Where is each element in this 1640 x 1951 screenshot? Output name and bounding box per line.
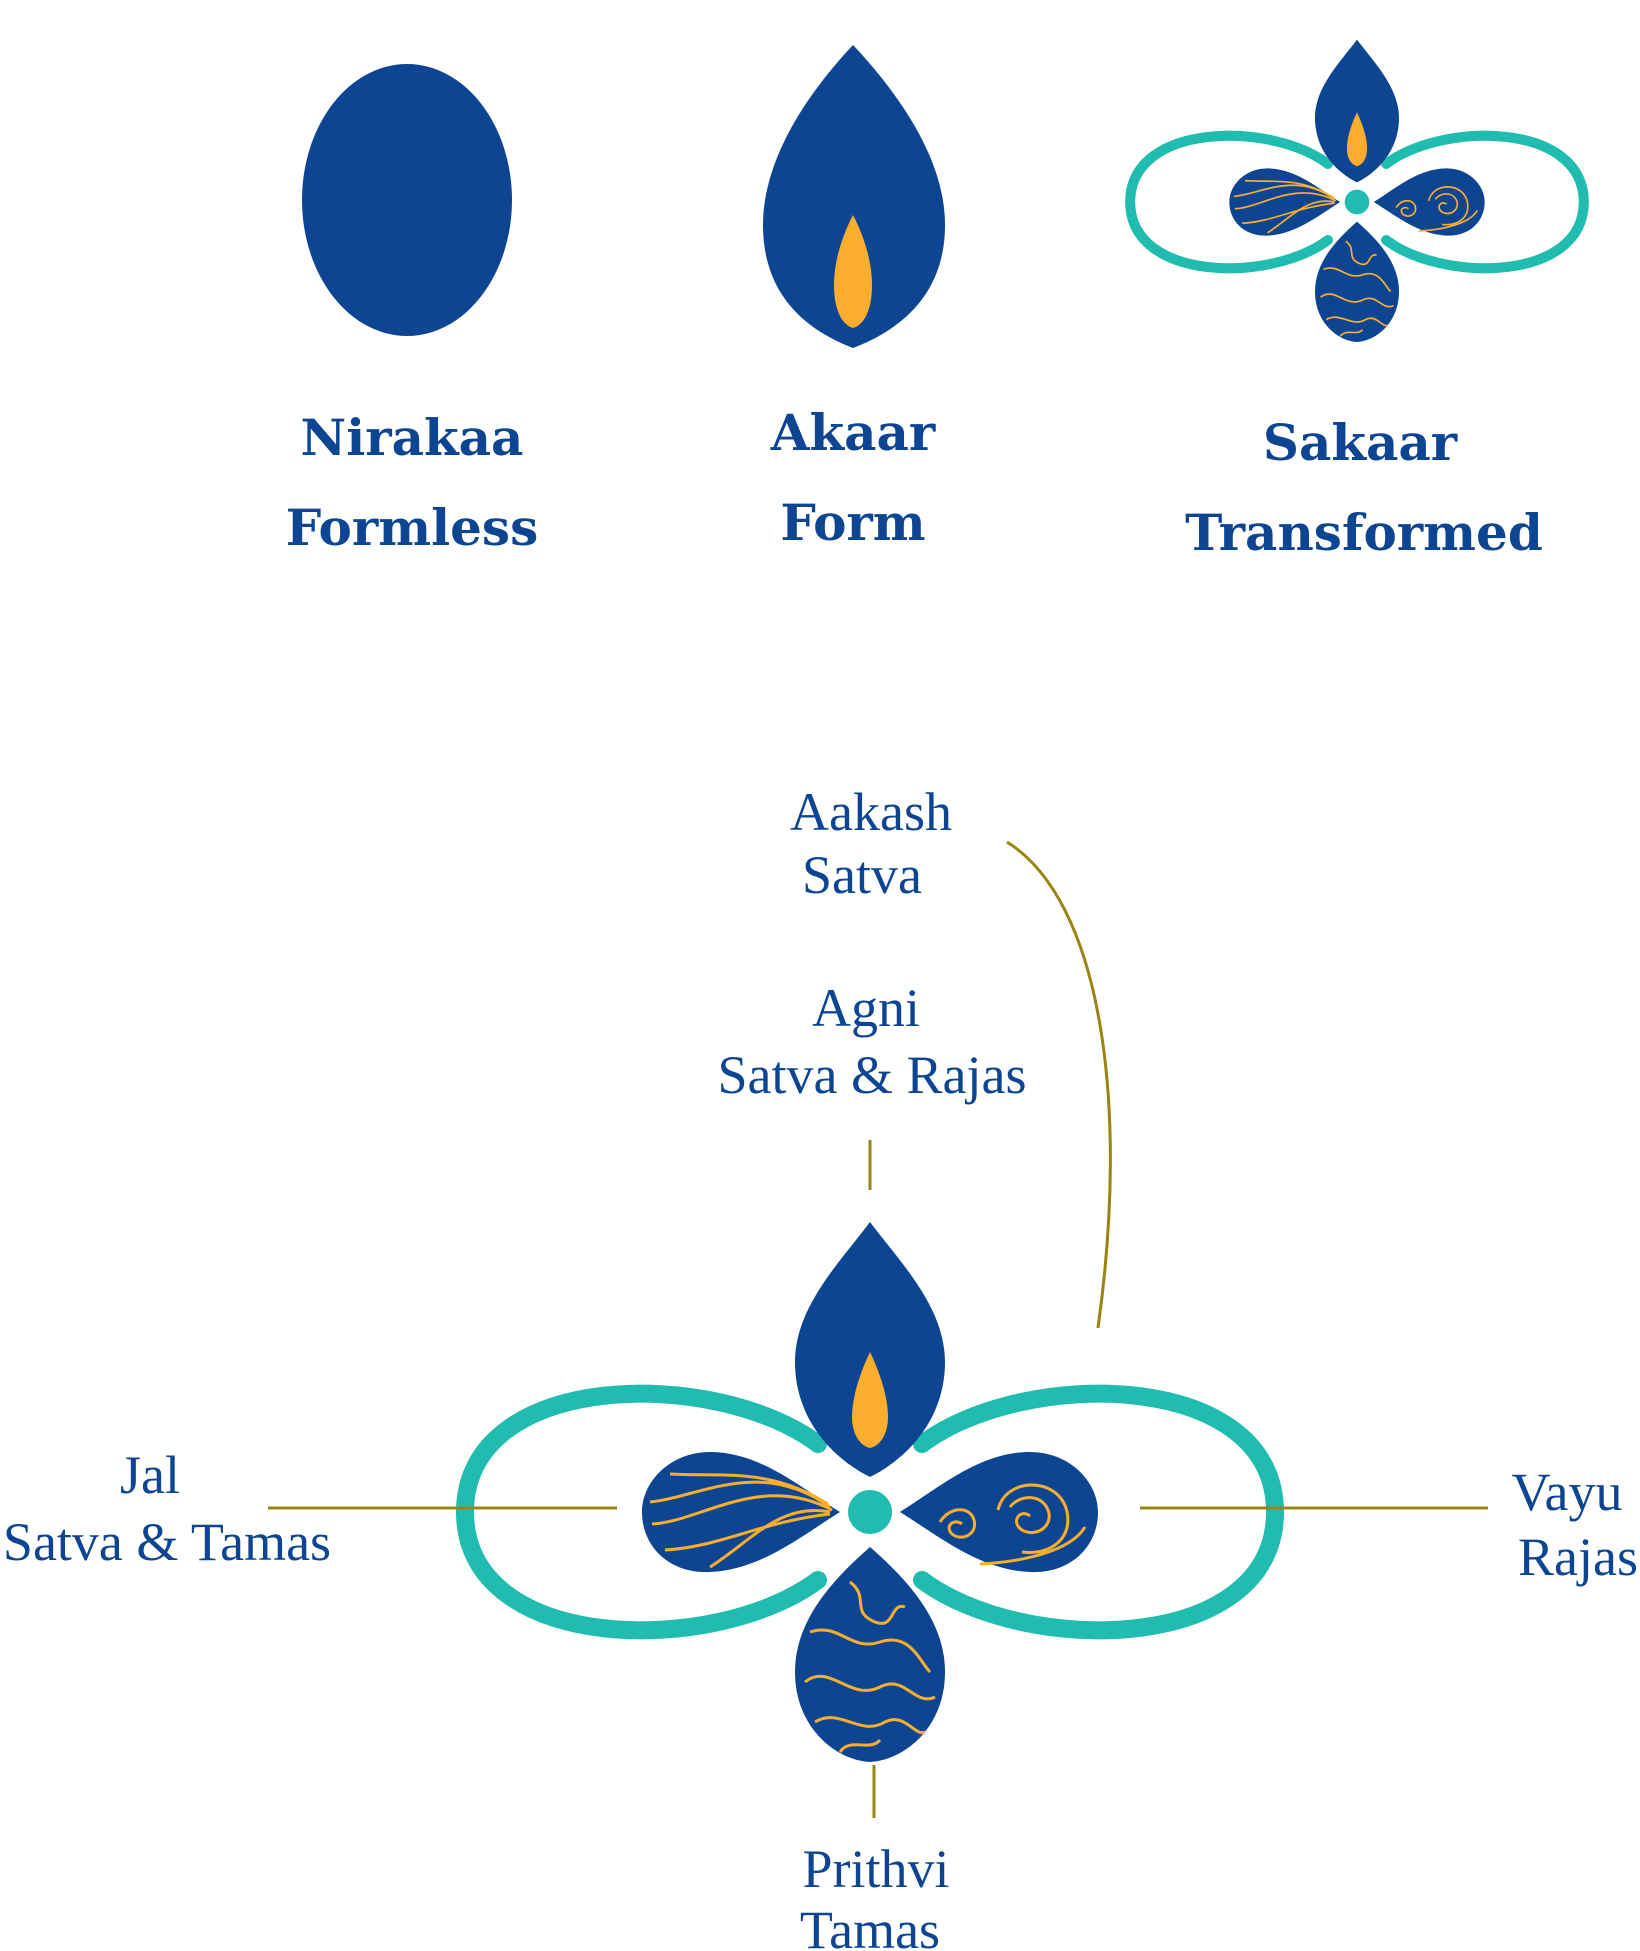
element-name: Vayu bbox=[1512, 1462, 1623, 1522]
stage-transformed: Sakaar Transformed bbox=[1130, 40, 1584, 562]
element-quality: Satva & Rajas bbox=[718, 1045, 1027, 1105]
stage-formless: Nirakaa Formless bbox=[286, 64, 538, 557]
connector-aakash bbox=[1006, 840, 1112, 1329]
element-quality: Satva & Tamas bbox=[3, 1512, 331, 1572]
stage-meaning: Formless bbox=[286, 498, 538, 557]
element-quality: Satva bbox=[802, 845, 922, 905]
flame-drop-icon bbox=[763, 45, 945, 348]
element-quality: Tamas bbox=[800, 1900, 940, 1951]
stage-meaning: Form bbox=[780, 493, 925, 552]
lotus-infinity-emblem bbox=[465, 1222, 1275, 1762]
stage-form: Akaar Form bbox=[763, 45, 945, 552]
element-quality: Rajas bbox=[1518, 1527, 1638, 1587]
stage-name: Nirakaa bbox=[301, 408, 524, 467]
label-prithvi: Prithvi Tamas bbox=[800, 1839, 950, 1951]
stage-meaning: Transformed bbox=[1185, 503, 1543, 562]
label-jal: Jal Satva & Tamas bbox=[3, 1445, 331, 1572]
lotus-infinity-icon bbox=[1130, 40, 1584, 342]
label-agni: Agni Satva & Rajas bbox=[718, 978, 1027, 1105]
element-name: Agni bbox=[812, 978, 920, 1038]
label-aakash: Aakash Satva bbox=[790, 782, 952, 905]
element-name: Jal bbox=[120, 1445, 180, 1505]
label-vayu: Vayu Rajas bbox=[1512, 1462, 1638, 1587]
element-name: Prithvi bbox=[802, 1839, 949, 1899]
element-name: Aakash bbox=[790, 782, 952, 842]
stage-name: Sakaar bbox=[1263, 413, 1458, 472]
stage-name: Akaar bbox=[770, 403, 936, 462]
oval-icon bbox=[302, 64, 512, 336]
